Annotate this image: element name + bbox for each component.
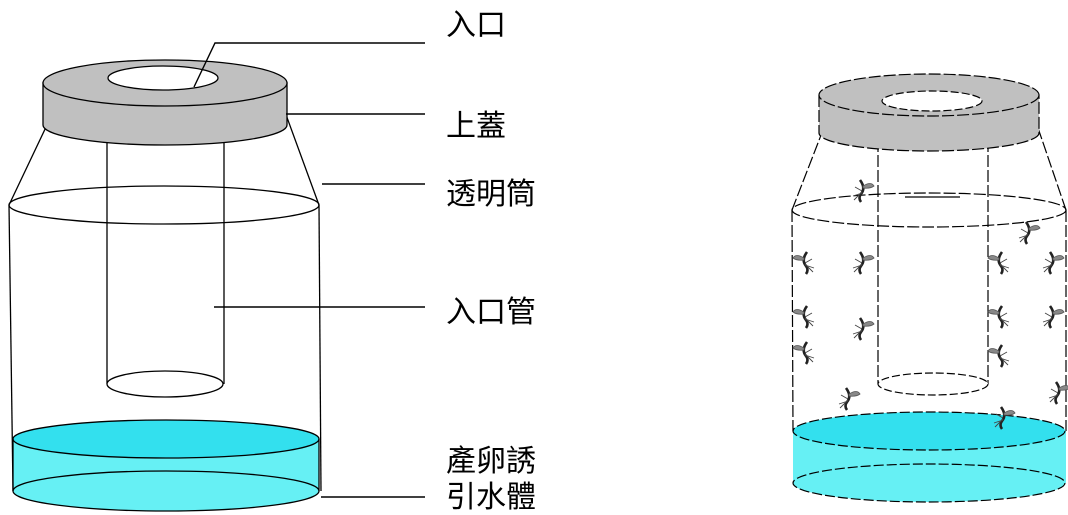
left-entrance-tube (106, 138, 225, 398)
right-lid (818, 73, 1040, 152)
mosquito-icon (792, 251, 815, 275)
right-water-body (792, 411, 1066, 503)
label-attractant-line2: 引水體 (446, 480, 536, 515)
label-attractant-line1: 產卵誘 (446, 444, 536, 479)
mosquito-icon (987, 344, 1010, 368)
label-entrance: 入口 (446, 8, 506, 43)
mosquito-icon (993, 406, 1016, 430)
mosquito-icon (987, 251, 1010, 275)
mosquito-layer (792, 179, 1068, 430)
label-lid: 上蓋 (446, 109, 506, 144)
left-trap (8, 42, 425, 512)
right-trap (791, 73, 1068, 503)
mosquito-icon (1048, 381, 1068, 405)
mosquito-icon (1042, 251, 1065, 275)
left-lid (42, 59, 288, 146)
mosquito-icon (852, 179, 875, 203)
left-water-body (12, 419, 320, 512)
left-transparent-cylinder (8, 111, 322, 492)
mosquito-icon (852, 251, 875, 275)
mosquito-icon (1018, 221, 1041, 245)
mosquito-icon (852, 317, 875, 341)
mosquito-icon (838, 387, 861, 411)
mosquito-icon (792, 341, 815, 365)
leader-lines (193, 42, 425, 498)
mosquito-icon (1042, 305, 1065, 329)
mosquito-icon (792, 305, 815, 329)
right-entrance-tube (877, 140, 989, 396)
label-transparent-cylinder: 透明筒 (446, 177, 536, 212)
label-entrance-tube: 入口管 (446, 295, 536, 330)
mosquito-icon (987, 305, 1010, 329)
right-transparent-cylinder (791, 124, 1067, 432)
